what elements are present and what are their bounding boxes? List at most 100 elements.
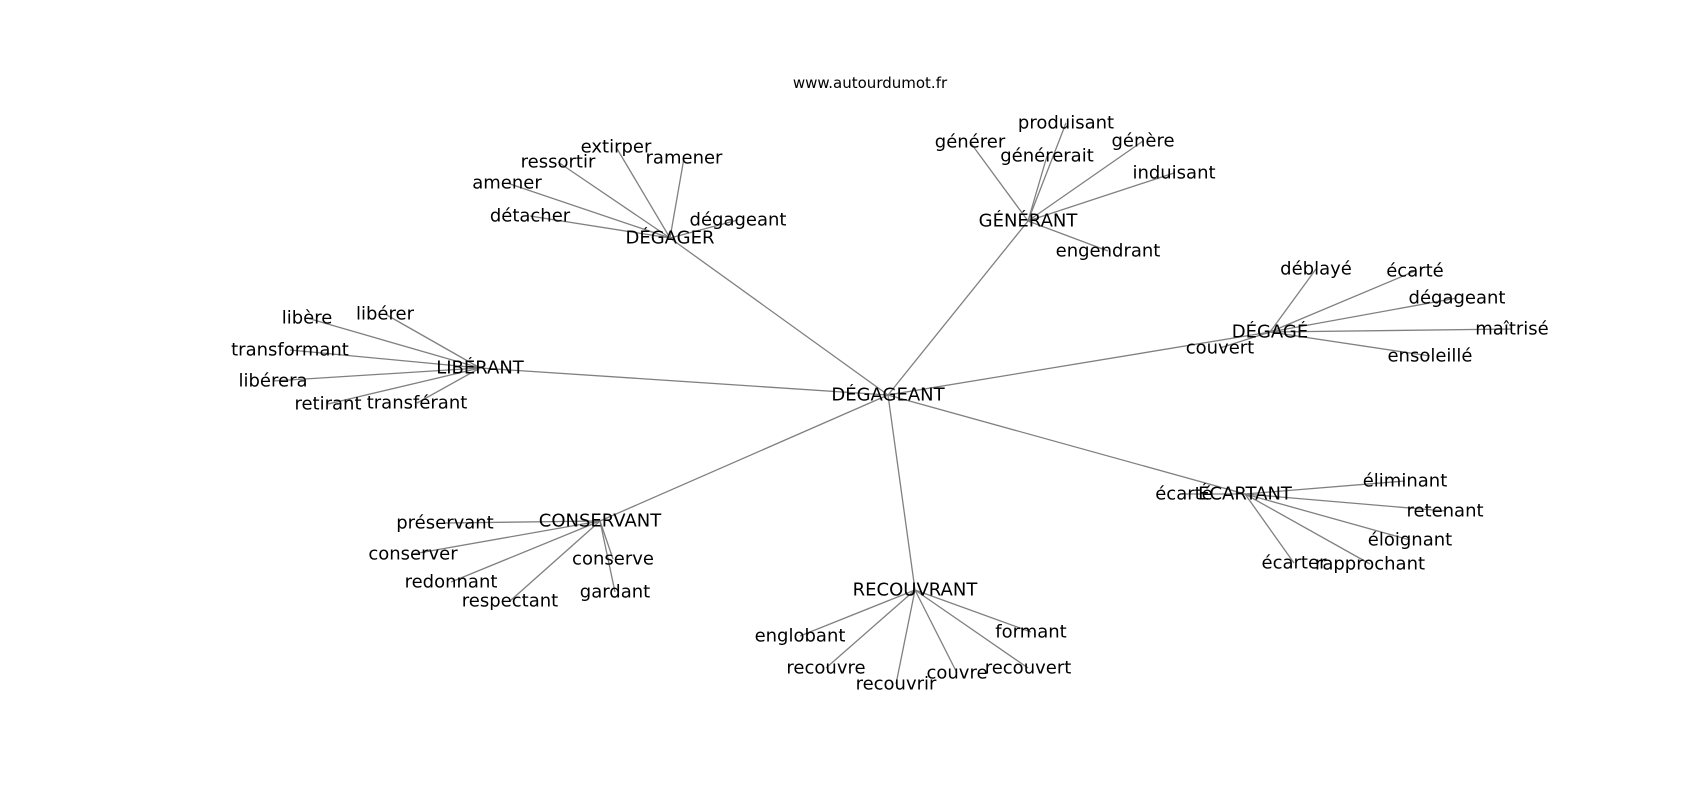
edge-recouvrant-leaf-1 xyxy=(825,589,916,669)
leaf-node-liberant[interactable]: retirant xyxy=(294,394,361,415)
edge-recouvrant-leaf-2 xyxy=(895,589,916,685)
leaf-node-conservant[interactable]: préservant xyxy=(396,513,494,534)
leaf-node-recouvrant[interactable]: recouvrir xyxy=(856,674,937,695)
leaf-node-degage[interactable]: écarté xyxy=(1386,261,1444,282)
leaf-node-liberant[interactable]: libère xyxy=(282,308,333,329)
leaf-node-degage[interactable]: ensoleillé xyxy=(1387,346,1472,367)
leaf-node-conservant[interactable]: gardant xyxy=(580,582,650,603)
leaf-node-generant[interactable]: génère xyxy=(1111,131,1174,152)
leaf-node-conservant[interactable]: conserve xyxy=(572,549,654,570)
leaf-node-recouvrant[interactable]: englobant xyxy=(755,626,846,647)
edge-generant-leaf-4 xyxy=(1027,172,1175,222)
edge-degager-leaf-5 xyxy=(529,215,671,239)
site-watermark: www.autourdumot.fr xyxy=(793,74,948,92)
leaf-node-liberant[interactable]: transformant xyxy=(231,340,349,361)
edge-center-recouvrant xyxy=(887,394,916,591)
leaf-node-liberant[interactable]: libérera xyxy=(238,371,307,392)
edge-liberant-leaf-3 xyxy=(272,367,481,382)
edge-recouvrant-leaf-5 xyxy=(914,589,1032,633)
leaf-node-generant[interactable]: générerait xyxy=(1000,146,1094,167)
edge-degager-leaf-3 xyxy=(557,161,671,239)
hub-node-generant[interactable]: GÉNÉRANT xyxy=(979,210,1079,232)
hub-node-ecartant[interactable]: ÉCARTANT xyxy=(1198,483,1293,505)
hub-node-conservant[interactable]: CONSERVANT xyxy=(539,511,662,532)
edge-ecartant-leaf-3 xyxy=(1244,493,1411,541)
leaf-node-ecartant[interactable]: rapprochant xyxy=(1315,554,1425,575)
edge-liberant-leaf-2 xyxy=(289,349,481,369)
edge-generant-leaf-3 xyxy=(1027,140,1144,222)
leaf-node-degage[interactable]: déblayé xyxy=(1280,259,1352,280)
leaf-node-degager[interactable]: ressortir xyxy=(521,152,596,173)
leaf-node-recouvrant[interactable]: formant xyxy=(995,622,1066,643)
edge-degage-leaf-3 xyxy=(1269,328,1513,333)
edge-ecartant-leaf-2 xyxy=(1244,493,1446,512)
edge-degager-leaf-2 xyxy=(615,146,671,239)
edge-liberant-leaf-4 xyxy=(327,367,481,405)
hub-node-degager[interactable]: DÉGAGER xyxy=(625,227,714,249)
edge-conservant-leaf-2 xyxy=(450,520,601,583)
leaf-node-liberant[interactable]: libérer xyxy=(356,304,415,325)
edge-conservant-leaf-3 xyxy=(509,520,601,602)
edge-liberant-leaf-1 xyxy=(306,317,481,369)
edge-center-ecartant xyxy=(887,394,1246,495)
edge-generant-leaf-0 xyxy=(969,141,1029,222)
edge-ecartant-leaf-4 xyxy=(1244,493,1371,565)
edge-center-degage xyxy=(887,331,1271,396)
edge-ecartant-leaf-1 xyxy=(1244,480,1406,495)
leaf-node-generant[interactable]: générer xyxy=(935,132,1006,153)
leaf-node-recouvrant[interactable]: recouvre xyxy=(786,658,865,679)
edge-center-generant xyxy=(887,220,1029,396)
leaf-node-degage[interactable]: couvert xyxy=(1186,338,1255,359)
leaf-node-degager[interactable]: extirper xyxy=(581,137,652,158)
edge-conservant-leaf-4 xyxy=(599,520,614,560)
leaf-node-conservant[interactable]: respectant xyxy=(462,591,558,612)
leaf-node-degage[interactable]: maîtrisé xyxy=(1475,319,1548,340)
leaf-node-conservant[interactable]: redonnant xyxy=(405,572,498,593)
leaf-node-generant[interactable]: engendrant xyxy=(1056,241,1161,262)
leaf-node-degager[interactable]: détacher xyxy=(490,206,571,227)
hub-node-liberant[interactable]: LIBÉRANT xyxy=(436,357,525,379)
edge-center-liberant xyxy=(479,367,889,396)
labels-layer: DÉGAGEANTDÉGAGERdégageantramenerextirper… xyxy=(231,113,1549,695)
leaf-node-ecartant[interactable]: éliminant xyxy=(1363,471,1448,492)
edge-generant-leaf-5 xyxy=(1027,220,1109,252)
leaf-node-degage[interactable]: dégageant xyxy=(1409,288,1506,309)
hub-node-recouvrant[interactable]: RECOUVRANT xyxy=(853,580,979,601)
edge-degager-leaf-4 xyxy=(506,182,671,239)
edge-conservant-leaf-0 xyxy=(444,520,601,524)
leaf-node-recouvrant[interactable]: couvre xyxy=(926,663,987,684)
leaf-node-recouvrant[interactable]: recouvert xyxy=(985,658,1072,679)
edge-degage-leaf-1 xyxy=(1269,270,1416,333)
edge-recouvrant-leaf-3 xyxy=(914,589,958,674)
edge-liberant-leaf-5 xyxy=(416,367,481,404)
edge-degage-leaf-0 xyxy=(1269,268,1317,333)
leaf-node-degager[interactable]: ramener xyxy=(646,148,724,169)
edge-center-degager xyxy=(669,237,889,396)
leaf-node-ecartant[interactable]: retenant xyxy=(1406,501,1483,522)
edges-layer xyxy=(272,122,1513,685)
edge-recouvrant-leaf-0 xyxy=(799,589,916,637)
edge-degager-leaf-0 xyxy=(669,219,739,239)
leaf-node-ecartant[interactable]: écarté xyxy=(1155,484,1213,505)
leaf-node-generant[interactable]: induisant xyxy=(1132,163,1215,184)
edge-conservant-leaf-1 xyxy=(412,520,601,555)
edge-liberant-leaf-0 xyxy=(384,313,481,369)
edge-degage-leaf-5 xyxy=(1219,331,1271,349)
edge-ecartant-leaf-5 xyxy=(1244,493,1295,564)
leaf-node-ecartant[interactable]: éloignant xyxy=(1368,530,1452,551)
edge-recouvrant-leaf-4 xyxy=(914,589,1029,669)
edge-center-conservant xyxy=(599,394,889,522)
edge-degager-leaf-1 xyxy=(669,157,685,239)
leaf-node-degager[interactable]: amener xyxy=(472,173,542,194)
leaf-node-generant[interactable]: produisant xyxy=(1018,113,1114,134)
hub-node-degage[interactable]: DÉGAGÉ xyxy=(1232,321,1309,343)
leaf-node-conservant[interactable]: conserver xyxy=(368,544,458,565)
center-node[interactable]: DÉGAGEANT xyxy=(831,384,945,406)
leaf-node-liberant[interactable]: transférant xyxy=(367,393,468,414)
edge-degage-leaf-2 xyxy=(1269,297,1458,333)
edge-conservant-leaf-5 xyxy=(599,520,616,593)
leaf-node-degager[interactable]: dégageant xyxy=(690,210,787,231)
edge-degage-leaf-4 xyxy=(1269,331,1431,357)
leaf-node-ecartant[interactable]: écarter xyxy=(1262,553,1328,574)
